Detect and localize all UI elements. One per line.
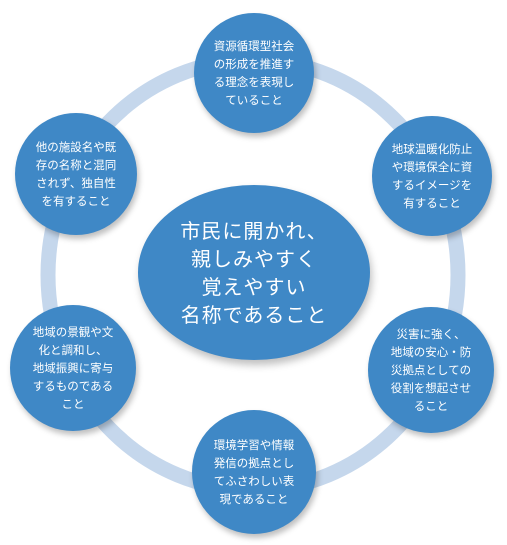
- node-lower-left-text: 地域の景観や文 化と調和し、 地域振興に寄与 するものである こと: [32, 325, 114, 411]
- node-top-text: 資源循環型社会 の形成を推進す る理念を表現し ていること: [213, 39, 295, 107]
- node-lower-left: 地域の景観や文 化と調和し、 地域振興に寄与 するものである こと: [10, 305, 136, 431]
- center-text: 市民に開かれ、 親しみやすく 覚えやすい 名称であること: [180, 218, 328, 327]
- center-circle: 市民に開かれ、 親しみやすく 覚えやすい 名称であること: [138, 185, 370, 360]
- node-lower-right-text: 災害に強く、 地域の安心・防 災拠点としての 役割を想起させ ること: [390, 327, 472, 413]
- node-upper-right-text: 地球温暖化防止 や環境保全に資 するイメージを 有すること: [391, 142, 473, 210]
- node-upper-right: 地球温暖化防止 や環境保全に資 するイメージを 有すること: [372, 116, 492, 236]
- node-top: 資源循環型社会 の形成を推進す る理念を表現し ていること: [194, 13, 314, 133]
- node-upper-left-text: 他の施設名や既 存の名称と混同 されず、独自性 を有すること: [35, 140, 117, 208]
- node-bottom: 環境学習や情報 発信の拠点とし てふさわしい表 現であること: [192, 410, 316, 534]
- node-upper-left: 他の施設名や既 存の名称と混同 されず、独自性 を有すること: [15, 113, 137, 235]
- node-lower-right: 災害に強く、 地域の安心・防 災拠点としての 役割を想起させ ること: [368, 307, 494, 433]
- node-bottom-text: 環境学習や情報 発信の拠点とし てふさわしい表 現であること: [213, 438, 295, 506]
